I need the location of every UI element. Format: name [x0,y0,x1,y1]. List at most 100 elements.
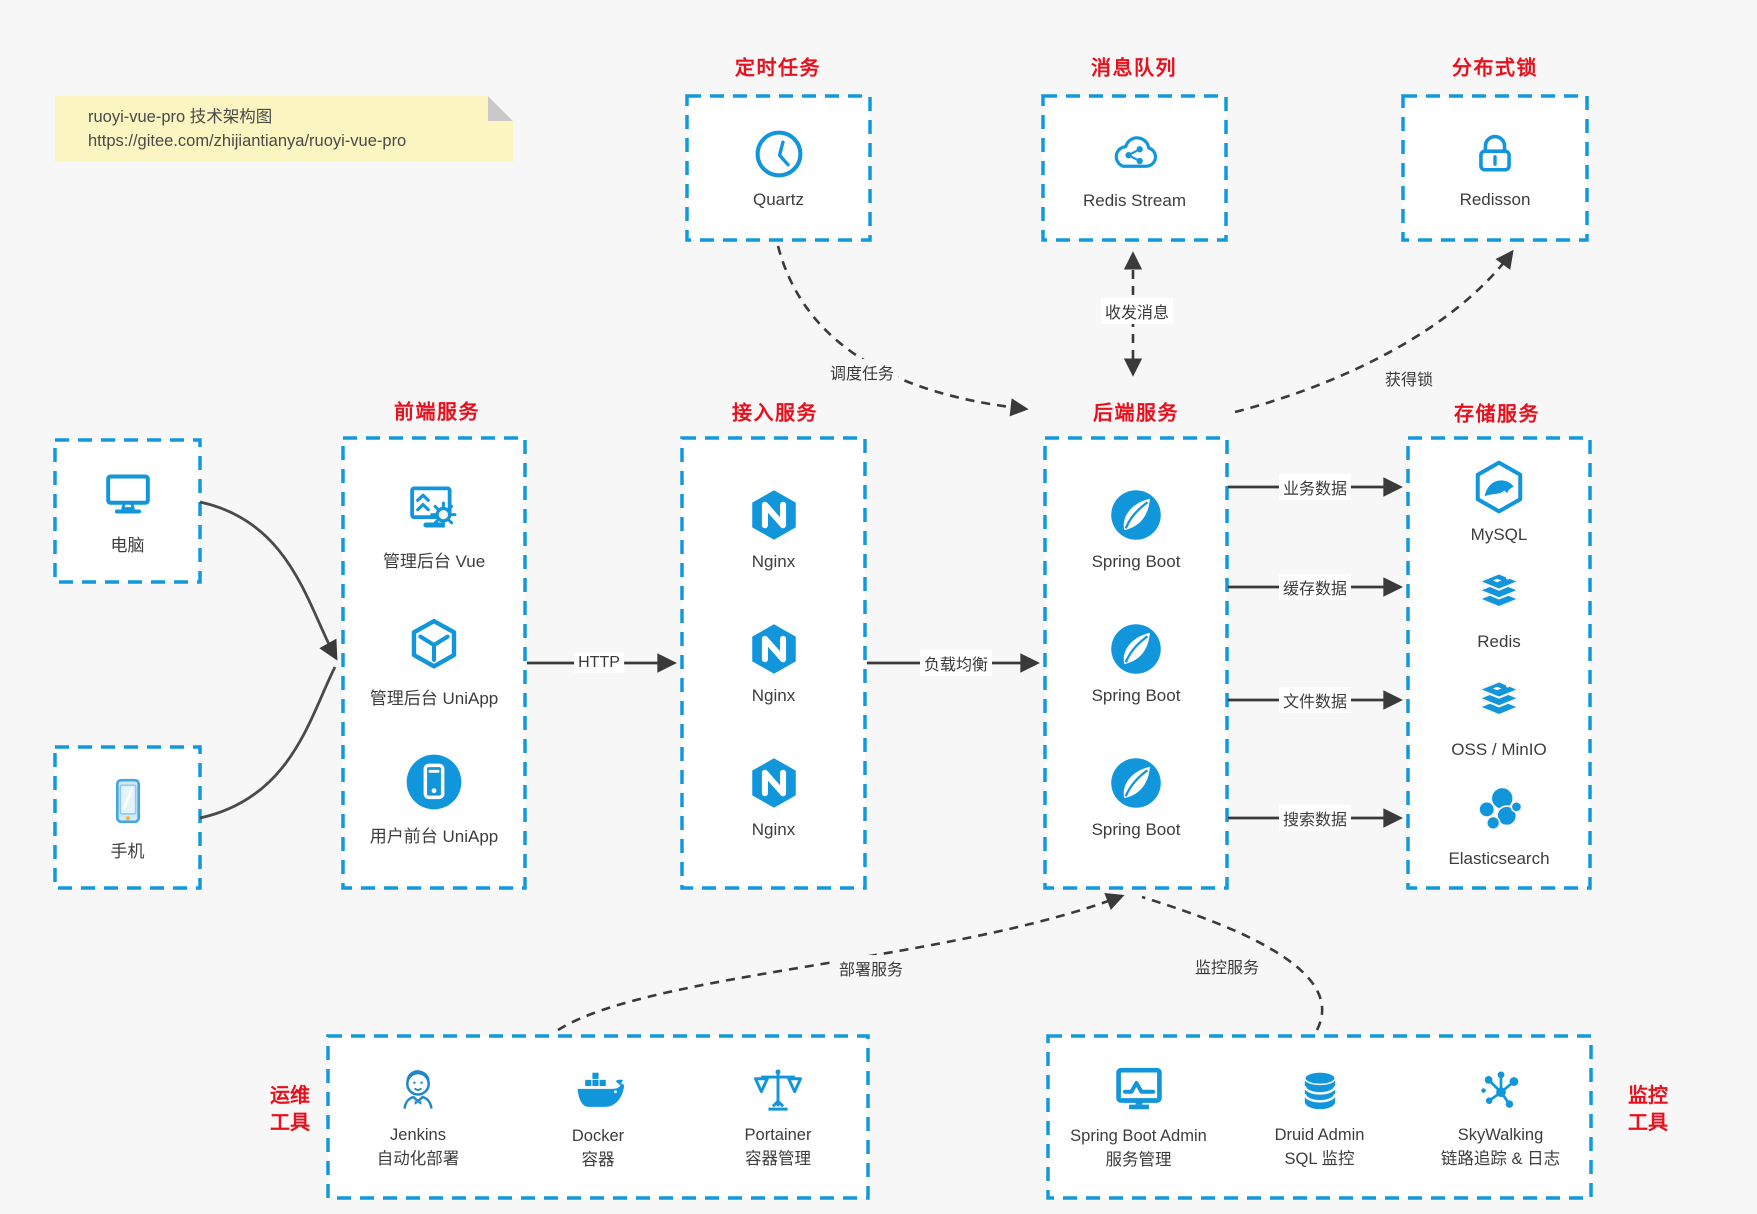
label-message-queue: 消息队列 [1091,57,1177,80]
label-distributed-lock: 分布式锁 [1452,57,1538,80]
node-label: Nginx [751,820,796,839]
node-druid-admin: Druid Admin SQL 监控 [1229,1063,1410,1172]
edge-label-acquire-lock: 获得锁 [1380,365,1438,391]
ops-tools-line2: 工具 [270,1112,310,1134]
docker-whale-icon [570,1062,626,1118]
note-title: ruoyi-vue-pro 技术架构图 [88,108,273,126]
node-springboot-admin: Spring Boot Admin 服务管理 [1048,1062,1229,1173]
edge-schedule [776,245,1029,417]
elasticsearch-cluster-icon [1468,779,1530,841]
sticky-note: ruoyi-vue-pro 技术架构图 https://gitee.com/zh… [55,96,513,162]
monitor-tools-line2: 工具 [1628,1112,1668,1134]
edge-label-messaging: 收发消息 [1100,298,1174,324]
nginx-hexagon-icon [745,754,803,812]
node-desc: 容器管理 [744,1149,811,1168]
edge-pc-to-frontend [199,500,338,661]
label-frontend-services: 前端服务 [394,401,480,424]
label-monitor-tools: 监控 工具 [1628,1083,1668,1137]
node-pc: 电脑 [55,440,200,582]
node-label: Redis Stream [1083,190,1186,210]
node-jenkins: Jenkins 自动化部署 [328,1063,508,1172]
panel-monitor-tools: Spring Boot Admin 服务管理 Druid Admin SQL 监… [1048,1036,1591,1198]
node-nginx-2: Nginx [745,620,803,706]
edge-label-load-balancing: 负载均衡 [919,650,993,676]
node-label: MySQL [1470,525,1528,545]
node-label: 手机 [110,841,145,861]
label-scheduled-tasks: 定时任务 [735,57,821,80]
nginx-hexagon-icon [745,486,803,544]
node-oss-minio: OSS / MinIO [1451,672,1547,760]
storage-stack-icon [1469,672,1529,732]
node-label: Druid Admin [1274,1125,1365,1144]
cube-icon [403,614,465,676]
spring-leaf-icon [1107,620,1165,678]
edge-acquire-lock [1234,249,1514,414]
lock-icon [1468,127,1522,181]
node-label: Spring Boot [1091,552,1181,571]
node-mysql: MySQL [1469,457,1529,545]
edge-label-search-data: 搜索数据 [1278,805,1352,831]
edge-label-schedule: 调度任务 [825,359,899,385]
smartphone-icon [101,774,155,828]
mobile-app-circle-icon [402,750,466,814]
node-label: 用户前台 UniApp [369,826,499,846]
note-url: https://gitee.com/zhijiantianya/ruoyi-vu… [88,131,407,150]
redis-stack-icon [1469,564,1529,624]
edge-label-cache-data: 缓存数据 [1278,574,1352,600]
node-admin-vue: 管理后台 Vue [383,479,485,572]
node-admin-uniapp: 管理后台 UniApp [370,614,498,709]
label-storage-services: 存储服务 [1454,403,1540,426]
node-label: Elasticsearch [1448,848,1550,868]
node-nginx-3: Nginx [745,754,803,840]
node-label: Portainer [744,1125,812,1144]
edge-label-deploy: 部署服务 [834,955,908,981]
node-label: Spring Boot [1091,820,1181,839]
nginx-hexagon-icon [745,620,803,678]
panel-frontend: 管理后台 Vue 管理后台 UniApp 用户前台 UniApp [343,438,525,888]
node-label: OSS / MinIO [1451,739,1547,759]
node-label: 管理后台 Vue [382,552,486,572]
node-docker: Docker 容器 [508,1062,688,1173]
node-portainer: Portainer 容器管理 [688,1063,868,1172]
clock-icon [752,127,806,181]
node-desc: SQL 监控 [1284,1149,1355,1168]
node-desc: 容器 [581,1150,615,1169]
node-label: Nginx [751,686,796,705]
node-label: Redisson [1459,189,1531,209]
node-nginx-1: Nginx [745,486,803,572]
node-redis-stream: Redis Stream [1043,96,1226,240]
node-label: SkyWalking [1457,1125,1544,1144]
node-redis: Redis [1469,564,1529,652]
node-desc: 自动化部署 [376,1149,460,1168]
node-label: 管理后台 UniApp [369,688,499,708]
label-gateway-services: 接入服务 [732,402,818,425]
spring-leaf-icon [1107,754,1165,812]
jenkins-butler-icon [391,1063,445,1117]
node-label: 电脑 [110,536,145,555]
node-desc: 链路追踪 & 日志 [1440,1149,1561,1168]
label-ops-tools: 运维 工具 [270,1083,310,1137]
panel-gateway: Nginx Nginx Nginx [682,438,865,888]
node-quartz: Quartz [687,96,870,240]
node-desc: 服务管理 [1105,1150,1172,1169]
panel-storage: MySQL Redis OSS / MinIO Elasticsearch [1408,438,1590,888]
spring-leaf-icon [1107,486,1165,544]
node-skywalking: SkyWalking 链路追踪 & 日志 [1410,1063,1591,1172]
node-label: Spring Boot [1091,686,1181,705]
edge-label-monitor: 监控服务 [1190,953,1264,979]
scales-icon [751,1063,805,1117]
cloud-share-icon [1107,126,1163,182]
node-elasticsearch: Elasticsearch [1448,779,1550,869]
edge-phone-to-frontend [199,666,337,820]
node-label: Redis [1477,632,1521,652]
node-springboot-1: Spring Boot [1091,486,1181,572]
node-user-uniapp: 用户前台 UniApp [370,750,498,847]
note-fold-corner [488,96,513,121]
node-redisson: Redisson [1403,96,1587,240]
node-label: Docker [571,1126,625,1145]
node-phone: 手机 [55,747,200,888]
database-icon [1293,1063,1347,1117]
node-label: Quartz [752,189,805,209]
edge-label-biz-data: 业务数据 [1278,474,1352,500]
